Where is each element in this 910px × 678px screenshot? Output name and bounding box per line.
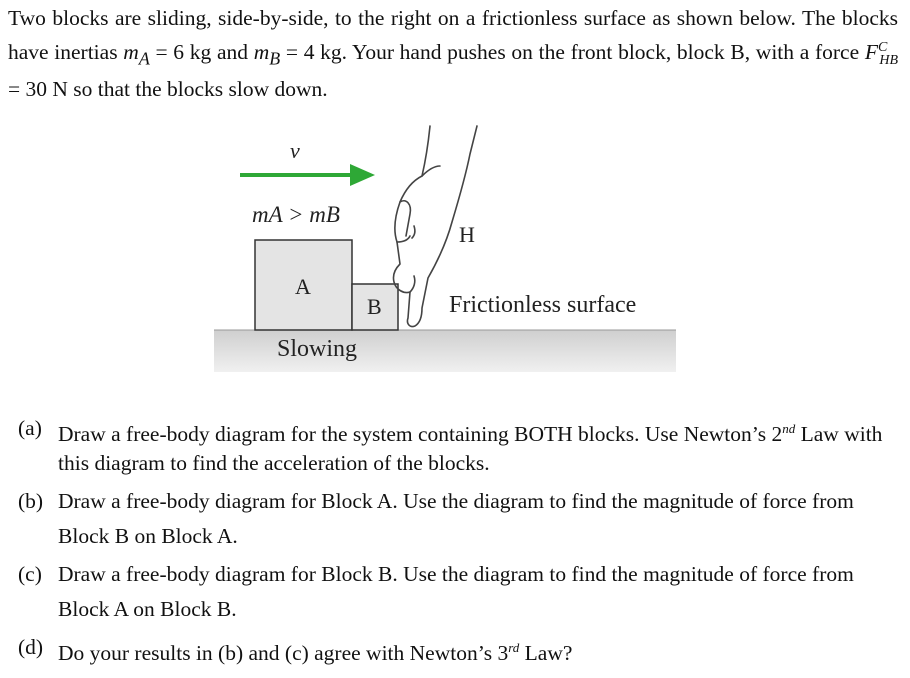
intro-text-4: = 30 N so that the blocks slow down.: [8, 77, 328, 102]
block-b: [351, 283, 399, 331]
velocity-arrowhead: [350, 164, 375, 186]
intro-text-1: Two blocks are sliding, side-by-side, to…: [8, 6, 898, 65]
question-label: (d): [18, 635, 44, 660]
question-a: (a) Draw a free-body diagram for the sys…: [18, 414, 888, 478]
mass-b-symbol: mB: [253, 40, 281, 69]
question-text: Draw a free-body diagram for Block B. Us…: [58, 562, 854, 622]
intro-text-3: = 4 kg. Your hand pushes on the front bl…: [280, 40, 865, 65]
question-label: (b): [18, 489, 44, 514]
hand-icon: [392, 125, 478, 328]
mass-a-symbol: mA: [123, 40, 150, 69]
problem-intro: Two blocks are sliding, side-by-side, to…: [8, 4, 898, 104]
question-d: (d) Do your results in (b) and (c) agree…: [18, 633, 888, 668]
question-text: Draw a free-body diagram for the system …: [58, 421, 883, 476]
surface: [214, 330, 676, 372]
question-label: (c): [18, 562, 42, 587]
blocks-figure: v⃗ mA > mB A B H Frictionless surface Sl…: [200, 118, 700, 378]
question-list: (a) Draw a free-body diagram for the sys…: [18, 414, 888, 678]
question-text: Draw a free-body diagram for Block A. Us…: [58, 489, 854, 549]
force-symbol: FCHB: [864, 40, 898, 69]
block-b-label: B: [367, 294, 382, 319]
question-text: Do your results in (b) and (c) agree wit…: [58, 640, 573, 666]
slowing-label: Slowing: [277, 336, 358, 362]
block-a: [254, 239, 353, 331]
block-a-label: A: [295, 274, 311, 299]
question-label: (a): [18, 416, 42, 440]
mass-relation-label: mA > mB: [252, 202, 340, 228]
velocity-label: v⃗: [290, 138, 317, 163]
hand-label: H: [459, 222, 475, 247]
intro-text-2: = 6 kg and: [149, 40, 254, 65]
question-b: (b) Draw a free-body diagram for Block A…: [18, 487, 888, 551]
question-c: (c) Draw a free-body diagram for Block B…: [18, 560, 888, 624]
surface-label: Frictionless surface: [449, 292, 637, 318]
figure-drawing: [214, 125, 676, 372]
mass-relation: mA > mB: [252, 202, 340, 227]
